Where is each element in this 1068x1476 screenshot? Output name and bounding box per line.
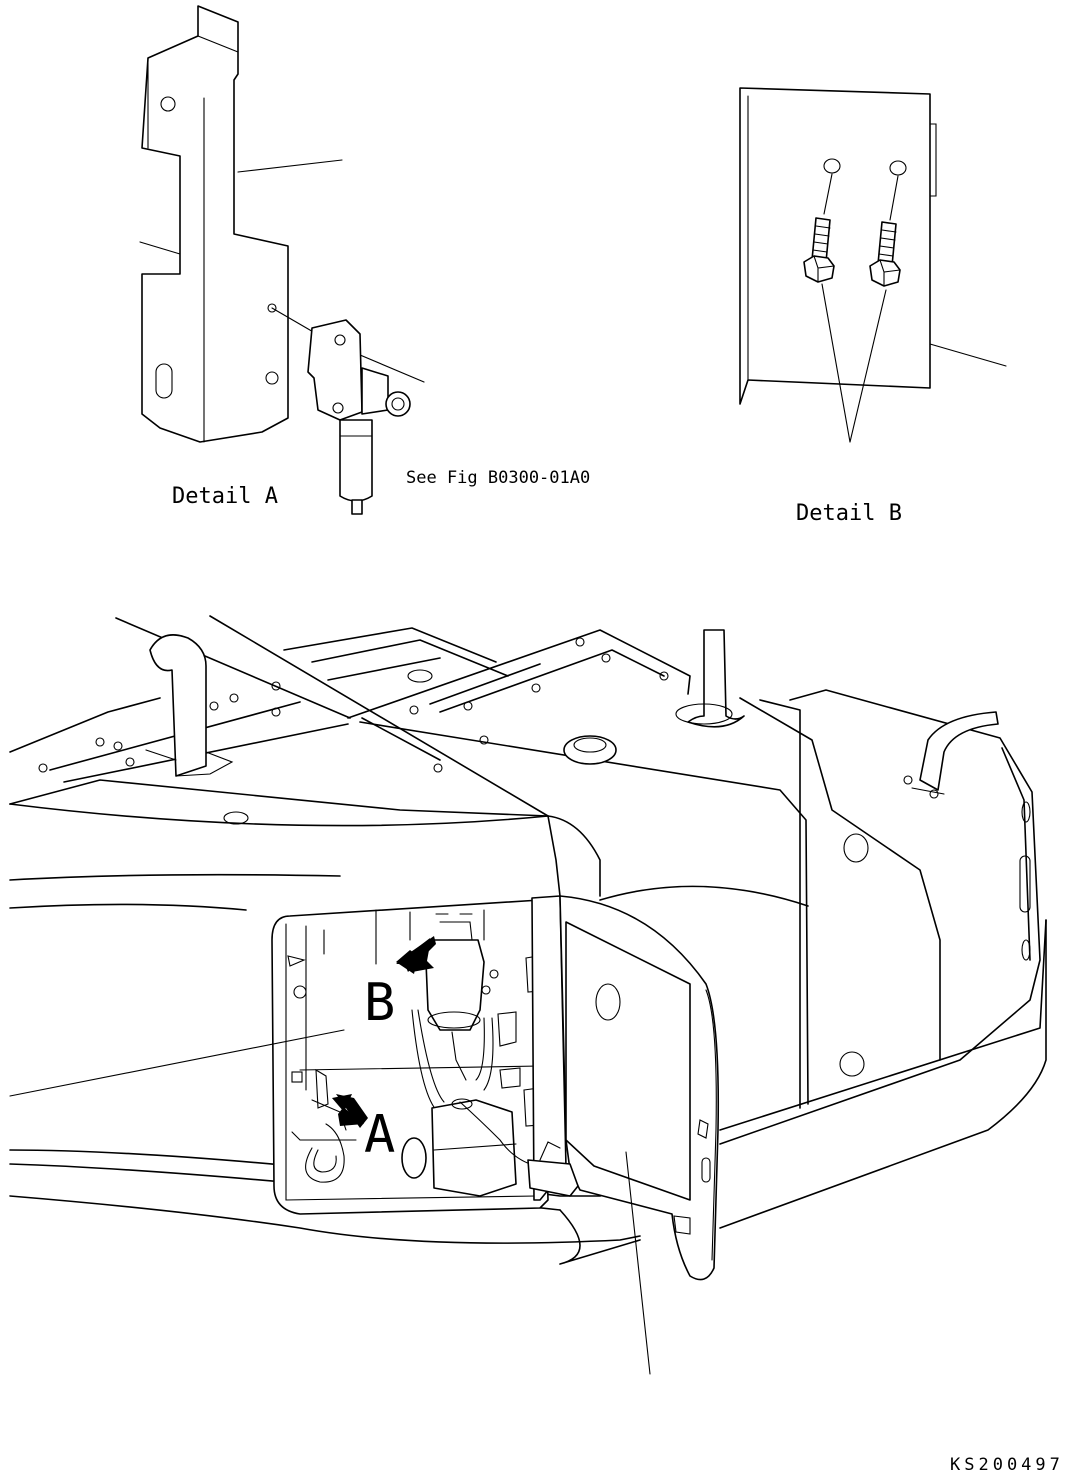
door-panel	[565, 921, 691, 1201]
compartment-tank	[431, 1099, 517, 1197]
detail-a-filter-bowl	[339, 419, 373, 502]
machine-view	[9, 615, 1047, 1375]
callout-label-b: B	[364, 973, 395, 1033]
detail-b-bolt-left	[803, 217, 835, 283]
drawing-code: KS200497	[950, 1455, 1064, 1475]
detail-a-slot	[155, 363, 173, 399]
exhaust-pipe	[687, 629, 745, 728]
detail-b-bolt-right	[869, 221, 901, 287]
detail-b-drawing	[739, 87, 1007, 443]
detail-b-plate	[739, 87, 931, 405]
filler-cap	[563, 735, 617, 765]
detail-a-drawing	[139, 5, 425, 515]
left-handrail	[149, 634, 207, 777]
detail-a-label: Detail A	[172, 484, 278, 509]
callout-label-a: A	[364, 1105, 395, 1165]
callout-arrow-a	[332, 1094, 368, 1128]
detail-a-filter-mount	[307, 319, 363, 421]
see-fig-reference: See Fig B0300-01A0	[406, 468, 590, 488]
callout-arrow-b	[396, 936, 436, 974]
detail-b-label: Detail B	[796, 501, 902, 526]
detail-a-hole	[160, 96, 176, 112]
right-handrail	[919, 711, 999, 791]
detail-b-hole-left	[823, 158, 841, 174]
detail-b-hole-right	[889, 160, 907, 176]
bolt-heads	[38, 637, 939, 799]
detail-a-filter-port	[385, 391, 411, 417]
compartment-filter	[425, 939, 485, 1031]
